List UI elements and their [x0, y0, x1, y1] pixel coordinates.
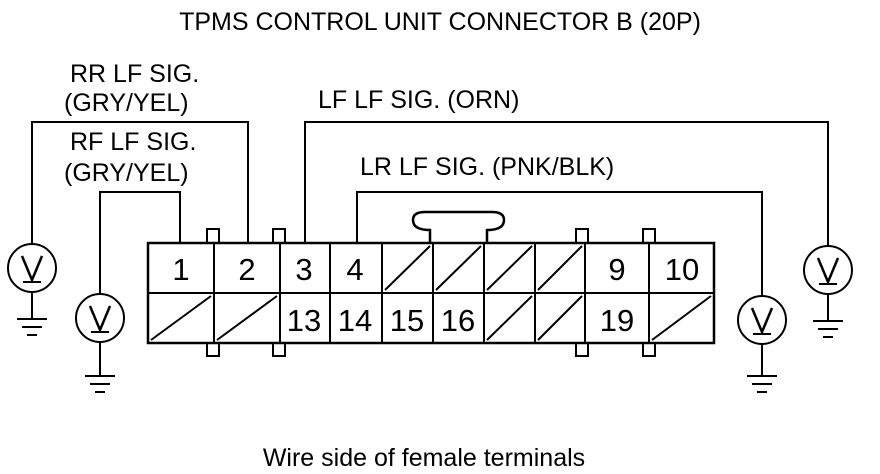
signal-label-rf: RF LF SIG. — [70, 128, 196, 156]
empty-cavity-slash — [486, 245, 533, 291]
empty-cavity-slash — [435, 245, 482, 291]
footer-caption: Wire side of female terminals — [263, 444, 585, 472]
empty-cavity-slash — [486, 295, 533, 341]
wire-lr — [356, 191, 763, 297]
pin-13: 13 — [287, 303, 321, 338]
wire-lf — [304, 121, 829, 246]
pin-2: 2 — [238, 252, 255, 287]
signal-label-rr: RR LF SIG. — [70, 60, 199, 88]
empty-cavity-slash — [150, 295, 212, 341]
pin-19: 19 — [600, 303, 634, 338]
pin-14: 14 — [338, 303, 372, 338]
pin-16: 16 — [441, 303, 475, 338]
empty-cavity-slash — [651, 295, 712, 341]
pin-1: 1 — [172, 252, 189, 287]
wire-rf — [99, 191, 181, 295]
voltmeter-rr — [7, 243, 57, 336]
pin-4: 4 — [346, 252, 363, 287]
signal-label-lf: LF LF SIG. (ORN) — [318, 86, 519, 114]
wire-rr — [31, 121, 249, 244]
voltmeter-lf — [803, 245, 853, 338]
pin-row-top: 1 2 3 4 9 10 — [172, 252, 699, 287]
empty-cavity-slash — [384, 245, 431, 291]
empty-cavity-slash — [537, 245, 583, 291]
signal-color-rr: (GRY/YEL) — [64, 89, 189, 117]
connector-body — [146, 210, 716, 357]
pin-3: 3 — [295, 252, 312, 287]
pin-row-bottom: 13 14 15 16 19 — [287, 303, 634, 338]
voltmeter-lr — [737, 295, 787, 393]
signal-label-lr: LR LF SIG. (PNK/BLK) — [360, 153, 614, 181]
signal-color-rf: (GRY/YEL) — [64, 159, 189, 187]
voltmeter-rf — [75, 293, 125, 393]
empty-cavity-slash — [216, 295, 278, 341]
empty-cavity-slash — [537, 295, 583, 341]
pin-9: 9 — [608, 252, 625, 287]
pin-15: 15 — [390, 303, 424, 338]
pin-10: 10 — [665, 252, 699, 287]
diagram-title: TPMS CONTROL UNIT CONNECTOR B (20P) — [179, 8, 701, 36]
